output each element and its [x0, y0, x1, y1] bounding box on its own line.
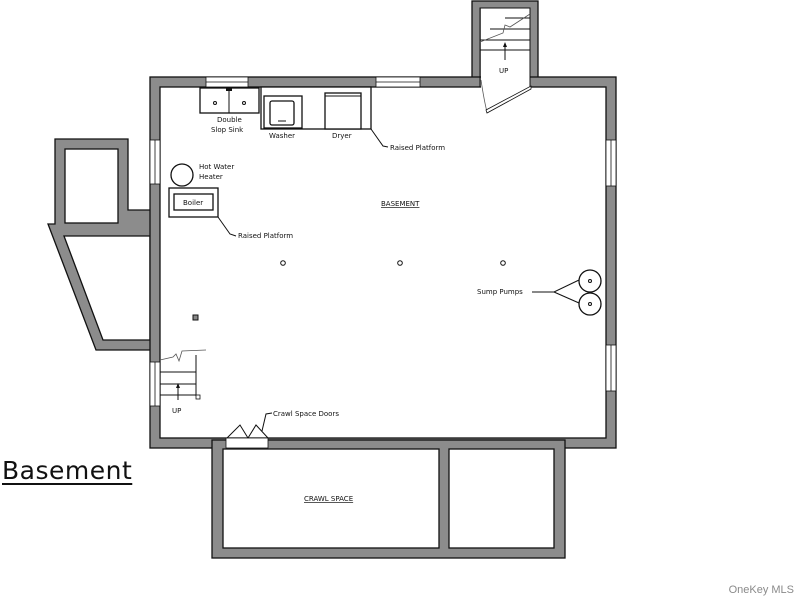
basement-room-label: BASEMENT [381, 200, 420, 208]
boiler [173, 193, 214, 211]
double-slop-sink: Double Slop Sink [199, 87, 260, 134]
stair-up-top-label: UP [499, 67, 508, 75]
sump-pumps: Sump Pumps [477, 269, 602, 316]
stair-up-left-label: UP [172, 407, 181, 415]
dryer: Dryer [324, 92, 362, 140]
crawl-space-label: CRAWL SPACE [304, 495, 353, 503]
svg-text:Slop Sink: Slop Sink [211, 126, 244, 134]
left-small-room [64, 148, 119, 224]
svg-text:Boiler: Boiler [183, 199, 203, 207]
left-stairs[interactable]: UP [159, 349, 207, 415]
windows [149, 76, 617, 449]
crawl-space-room [222, 448, 440, 549]
watermark: OneKey MLS [728, 584, 794, 596]
svg-text:Double: Double [217, 116, 242, 124]
svg-text:Heater: Heater [199, 173, 223, 181]
plan-title: Basement [2, 456, 133, 485]
svg-text:Washer: Washer [269, 132, 295, 140]
columns [192, 260, 506, 321]
svg-text:Sump Pumps: Sump Pumps [477, 288, 523, 296]
svg-text:Dryer: Dryer [332, 132, 352, 140]
crawl-right-room [448, 448, 555, 549]
svg-text:Hot Water: Hot Water [199, 163, 234, 171]
top-stairs[interactable]: UP [479, 13, 532, 114]
hot-water-heater [170, 163, 194, 187]
crawl-space-doors[interactable] [226, 412, 273, 439]
washer: Washer [263, 95, 303, 140]
crawl-doors-label: Crawl Space Doors [273, 410, 339, 418]
raised-platform-top-label: Raised Platform [390, 144, 445, 152]
main-room-floor [159, 86, 607, 439]
raised-platform-left-label: Raised Platform [238, 232, 293, 240]
